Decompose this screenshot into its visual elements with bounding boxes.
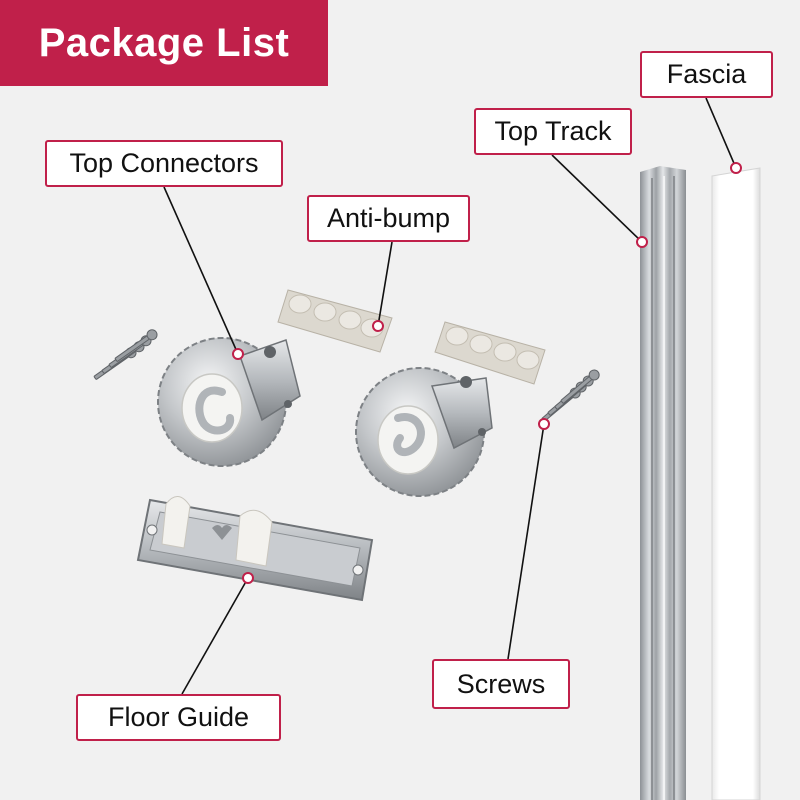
label-floor-guide: Floor Guide (76, 694, 281, 741)
floor-guide-part (136, 496, 374, 602)
fascia-part (711, 167, 761, 800)
label-fascia: Fascia (640, 51, 773, 98)
callout-dots (232, 162, 742, 584)
top-track-part (640, 166, 686, 800)
package-list-title: Package List (0, 0, 328, 86)
label-screws: Screws (432, 659, 570, 709)
top-connector-1 (157, 337, 301, 467)
screws-right-part (541, 369, 600, 422)
callout-leaders (163, 97, 737, 695)
label-anti-bump: Anti-bump (307, 195, 470, 242)
anti-bump-pads-2 (434, 321, 546, 385)
top-connector-2 (355, 367, 493, 497)
label-top-track: Top Track (474, 108, 632, 155)
screws-left-part (93, 329, 158, 380)
label-top-connectors: Top Connectors (45, 140, 283, 187)
anti-bump-pads-1 (277, 289, 393, 353)
